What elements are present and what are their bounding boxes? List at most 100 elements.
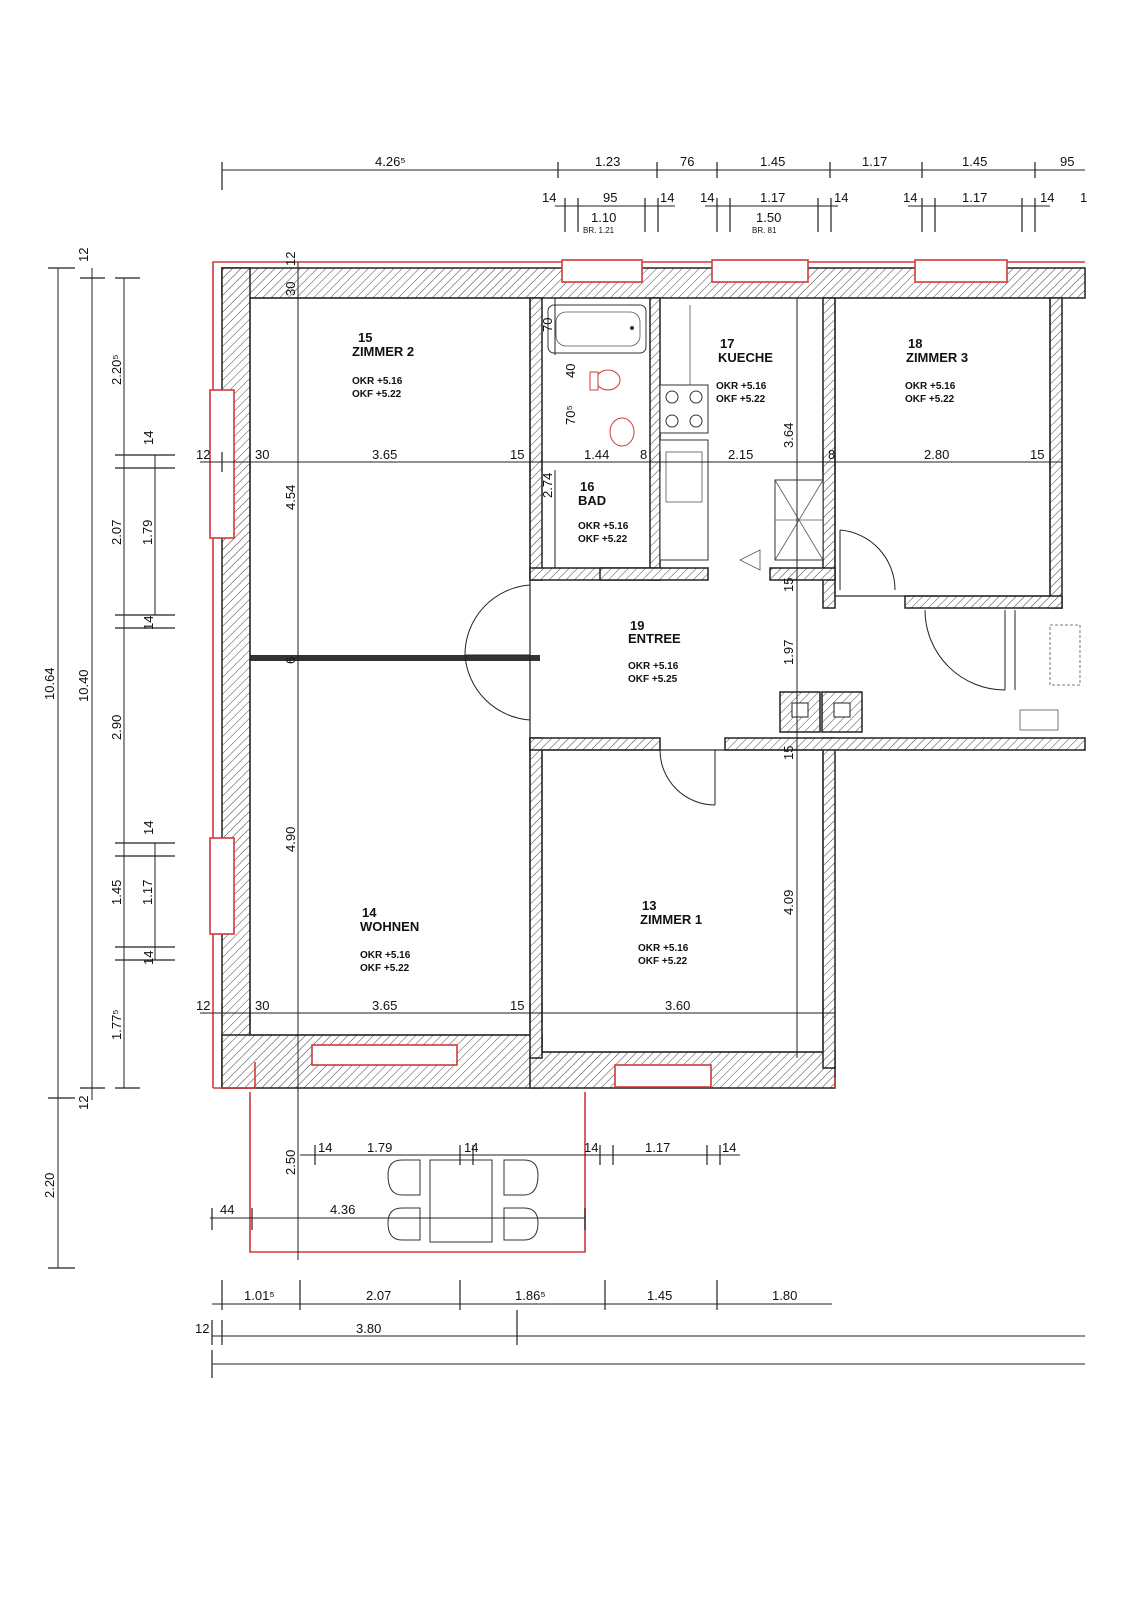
top-dimension-chain-1: 4.26⁵ 1.23 76 1.45 1.17 1.45 95 [221,154,1085,190]
window-south-1 [311,1044,458,1066]
dim-left-mid-2: 12 [76,1096,91,1110]
room-okr: OKR +5.16 [905,381,956,392]
dim-bottom1-1: 2.07 [366,1288,391,1303]
room-okr: OKR +5.16 [578,521,629,532]
room-number: 15 [358,330,372,345]
dim-row-upper-4: 1.44 [584,447,609,462]
dim-left-inner-0: 2.20⁵ [109,354,124,385]
dim-vert-9: 3.64 [781,423,796,448]
dim-top1-1: 1.23 [595,154,620,169]
dim-left-inner-2: 2.07 [109,520,124,545]
room-okf: OKF +5.22 [352,389,402,400]
room-label-13: 13 ZIMMER 1 OKR +5.16 OKF +5.22 [638,898,702,967]
dim-vert-7: 40 [563,364,578,378]
dim-top1-3: 1.45 [760,154,785,169]
dim-row-lower-2: 3.65 [372,998,397,1013]
dim-balcony-7: 4.36 [330,1202,355,1217]
room-okr: OKR +5.16 [360,950,411,961]
dim-top2-4: 1.17 [760,190,785,205]
balcony-table-set [387,1159,539,1243]
room-label-14: 14 WOHNEN OKR +5.16 OKF +5.22 [360,905,419,974]
dim-left-inner2-1: 1.17 [140,880,155,905]
dim-top2-sub-2: 1.50 [756,210,781,225]
room-okr: OKR +5.16 [352,376,403,387]
dim-vert-6: 70 [540,318,555,332]
dim-balcony-0: 14 [318,1140,332,1155]
dim-balcony-1: 1.79 [367,1140,392,1155]
kitchen-fixtures [659,305,824,571]
dim-left-inner-7: 14 [141,951,156,965]
room-outlines [249,297,1051,1053]
room-number: 16 [580,479,594,494]
bottom-dimension-chain-2: 12 3.80 [195,1310,1085,1378]
dim-left-inner-5: 14 [141,821,156,835]
dim-top2-5: 14 [834,190,848,205]
room-okf: OKF +5.22 [578,534,628,545]
dim-top2-9: 1 [1080,190,1087,205]
room-okf: OKF +5.22 [716,394,766,405]
dim-top2-6: 14 [903,190,917,205]
dim-top2-sub-1: BR. 1.21 [583,226,615,235]
room-okr: OKR +5.16 [638,943,689,954]
room-okf: OKF +5.22 [360,963,410,974]
dim-row-lower-1: 30 [255,998,269,1013]
window-north-1 [561,259,643,283]
dim-bottom1-3: 1.45 [647,1288,672,1303]
dim-row-lower-3: 15 [510,998,524,1013]
left-dimension-mid: 12 10.40 12 [76,248,105,1110]
dim-left-mid-1: 10.40 [76,669,91,702]
bathtub [547,304,647,354]
room-label-18: 18 ZIMMER 3 OKR +5.16 OKF +5.22 [905,336,968,405]
room-okf: OKF +5.22 [638,956,688,967]
dim-vert-10: 15 [781,578,796,592]
room-number: 17 [720,336,734,351]
dim-row-upper-1: 30 [255,447,269,462]
windows [209,259,1008,1088]
dim-row-lower-4: 3.60 [665,998,690,1013]
dim-bottom1-4: 1.80 [772,1288,797,1303]
room-name: ZIMMER 1 [640,912,702,927]
bottom-dimension-chain-1: 1.01⁵ 2.07 1.86⁵ 1.45 1.80 [212,1280,832,1310]
dim-top2-7: 1.17 [962,190,987,205]
table [429,1159,493,1243]
dim-vert-1: 30 [283,282,298,296]
room-label-16: 16 BAD OKR +5.16 OKF +5.22 [578,479,629,545]
dim-vert-11: 1.97 [781,640,796,665]
left-dimension-outer: 10.64 2.20 [42,267,75,1269]
dim-top2-1: 95 [603,190,617,205]
window-west-2 [209,837,235,935]
dim-left-outer-1: 2.20 [42,1173,57,1198]
dim-row-upper-6: 2.15 [728,447,753,462]
top-dimension-chain-2: 14 95 14 14 1.17 14 14 1.17 14 1 1.10 BR… [542,190,1087,235]
room-name: ENTREE [628,631,681,646]
room-number: 13 [642,898,656,913]
doors [464,529,1081,806]
dim-vert-2: 4.54 [283,485,298,510]
dim-left-inner-3: 14 [141,616,156,630]
dim-top1-5: 1.45 [962,154,987,169]
dim-balcony-3: 14 [584,1140,598,1155]
interior-dimensions: 12 30 3.65 15 1.44 8 2.15 8 2.80 15 12 3… [196,252,1062,1260]
dim-balcony-5: 14 [722,1140,736,1155]
dim-row-upper-2: 3.65 [372,447,397,462]
window-south-2 [614,1064,712,1088]
dim-top2-3: 14 [700,190,714,205]
dim-top1-2: 76 [680,154,694,169]
room-okf: OKF +5.25 [628,674,678,685]
dim-left-inner-4: 2.90 [109,715,124,740]
dim-vert-3: 6 [283,657,298,664]
dim-balcony-6: 44 [220,1202,234,1217]
dim-row-upper-0: 12 [196,447,210,462]
dim-vert-14: 2.50 [283,1150,298,1175]
room-name: KUECHE [718,350,773,365]
dim-row-upper-5: 8 [640,447,647,462]
dim-top1-4: 1.17 [862,154,887,169]
dim-vert-4: 4.90 [283,827,298,852]
room-number: 14 [362,905,377,920]
room-number: 19 [630,618,644,633]
room-name: ZIMMER 3 [906,350,968,365]
dim-vert-13: 4.09 [781,890,796,915]
room-okr: OKR +5.16 [628,661,679,672]
dim-left-mid-0: 12 [76,248,91,262]
dim-row-upper-8: 2.80 [924,447,949,462]
